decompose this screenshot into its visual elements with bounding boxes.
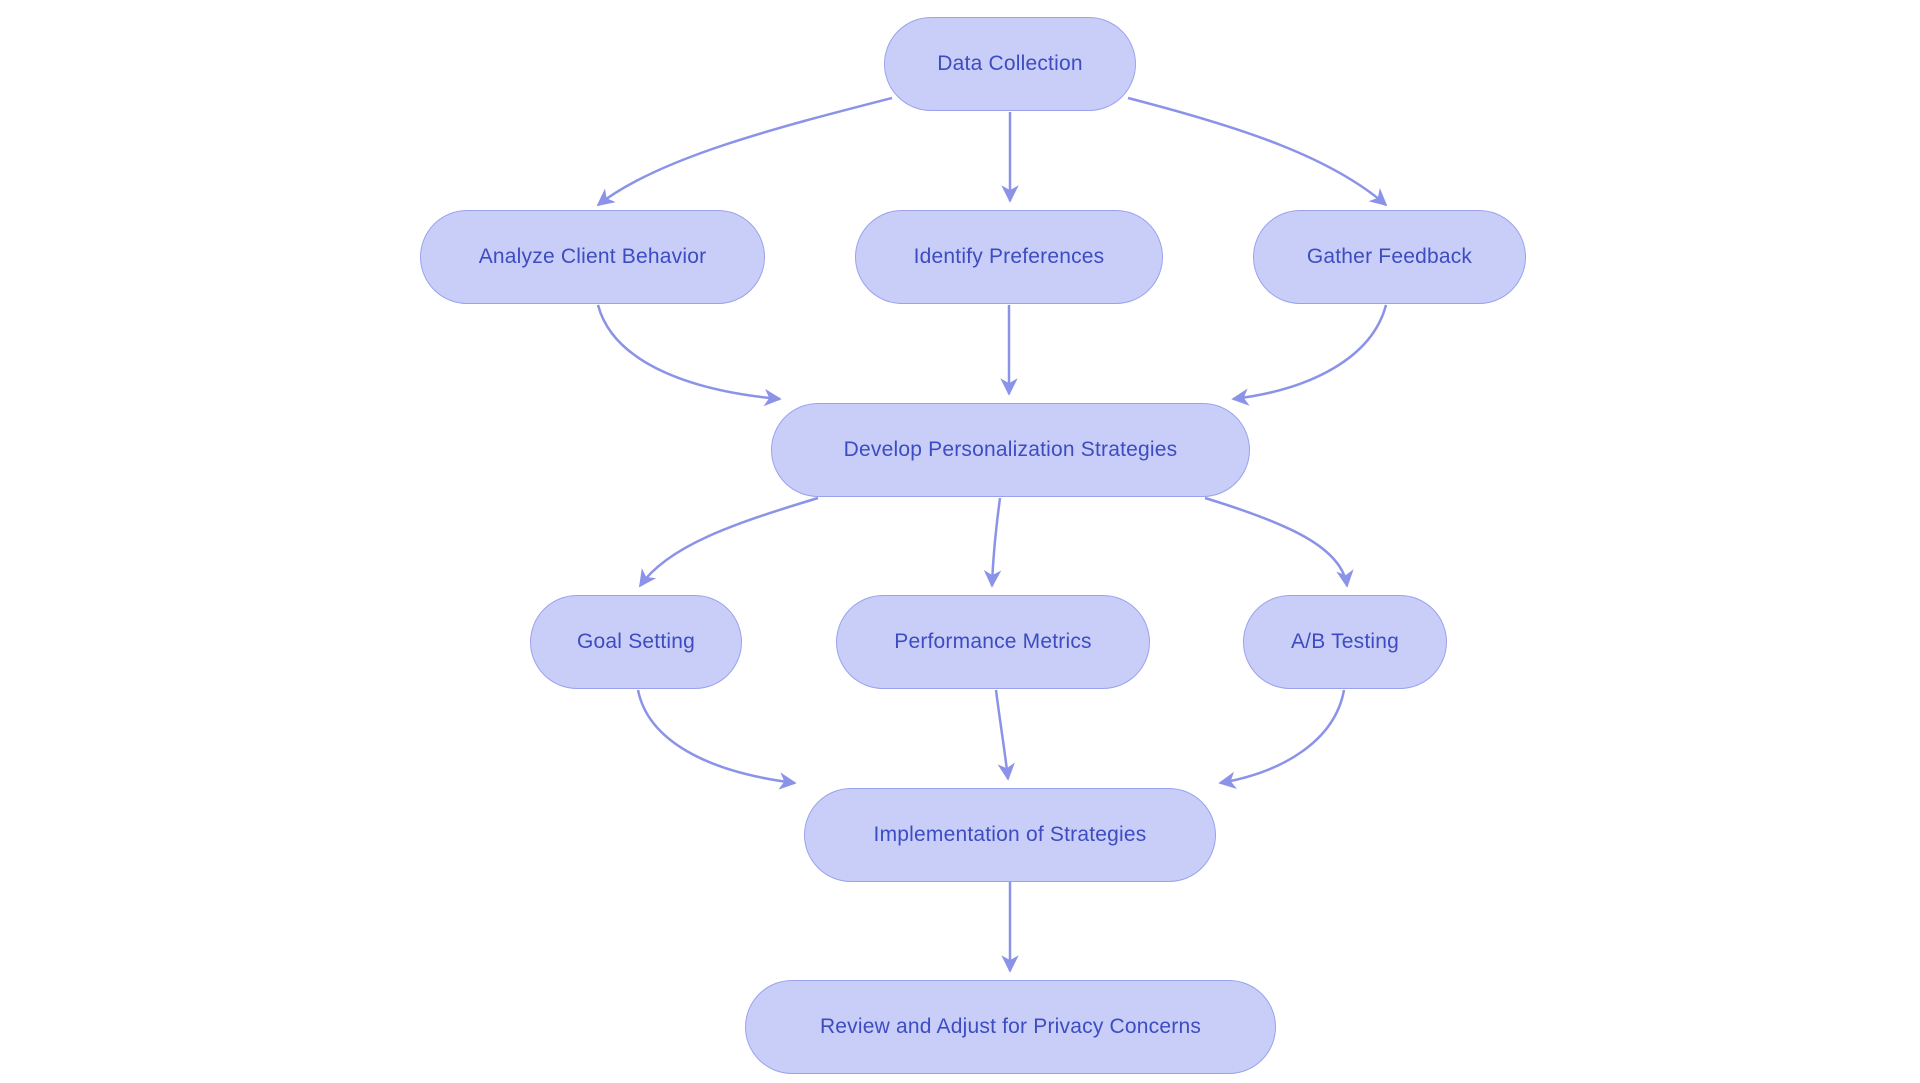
node-label: Develop Personalization Strategies <box>843 438 1178 461</box>
edge-ab-testing-to-implementation-of-strategies <box>1218 689 1346 789</box>
node-develop-personalization-strategies: Develop Personalization Strategies <box>771 403 1250 497</box>
edge-develop-personalization-strategies-to-ab-testing <box>1204 496 1354 588</box>
edge-performance-metrics-to-implementation-of-strategies <box>994 689 1015 781</box>
node-label: Performance Metrics <box>894 630 1092 653</box>
node-label: Analyze Client Behavior <box>478 245 707 268</box>
edge-analyze-client-behavior-to-develop-personalization-strategies <box>596 304 782 407</box>
node-analyze-client-behavior: Analyze Client Behavior <box>420 210 765 304</box>
node-identify-preferences: Identify Preferences <box>855 210 1163 304</box>
node-label: Identify Preferences <box>913 245 1105 268</box>
node-ab-testing: A/B Testing <box>1243 595 1447 689</box>
node-label: Gather Feedback <box>1306 245 1473 268</box>
node-data-collection: Data Collection <box>884 17 1136 111</box>
node-label: Goal Setting <box>577 630 695 653</box>
edge-develop-personalization-strategies-to-performance-metrics <box>983 497 1002 588</box>
node-review-and-adjust-for-privacy-concerns: Review and Adjust for Privacy Concerns <box>745 980 1276 1074</box>
node-label: Data Collection <box>937 52 1083 75</box>
edge-data-collection-to-analyze-client-behavior <box>596 96 893 207</box>
node-implementation-of-strategies: Implementation of Strategies <box>804 788 1216 882</box>
node-performance-metrics: Performance Metrics <box>836 595 1150 689</box>
node-gather-feedback: Gather Feedback <box>1253 210 1526 304</box>
edge-gather-feedback-to-develop-personalization-strategies <box>1231 304 1388 406</box>
node-goal-setting: Goal Setting <box>530 595 742 689</box>
edge-data-collection-to-gather-feedback <box>1127 96 1388 207</box>
node-label: Implementation of Strategies <box>873 823 1147 846</box>
node-label: Review and Adjust for Privacy Concerns <box>819 1015 1202 1038</box>
node-label: A/B Testing <box>1290 630 1400 653</box>
edge-goal-setting-to-implementation-of-strategies <box>636 689 797 790</box>
edge-develop-personalization-strategies-to-goal-setting <box>638 496 819 588</box>
